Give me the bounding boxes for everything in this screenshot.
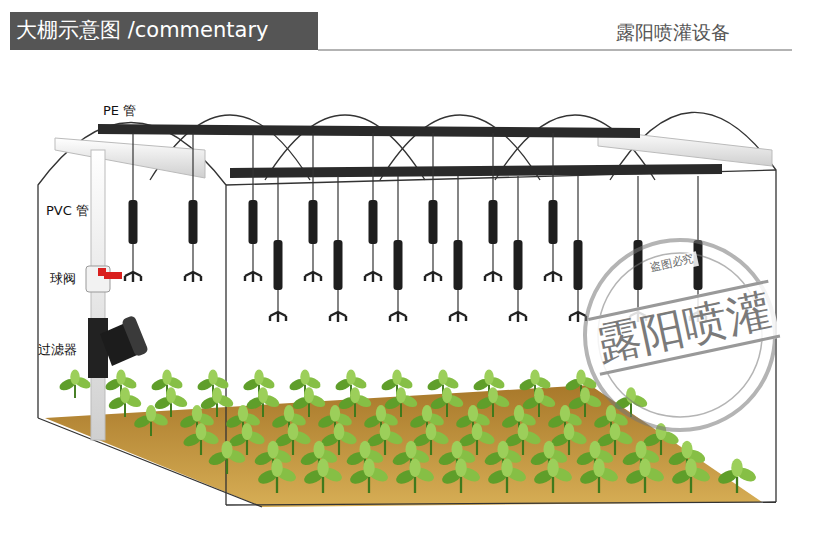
sprinkler bbox=[330, 176, 346, 322]
seedling bbox=[291, 387, 327, 417]
sprinkler bbox=[305, 133, 321, 282]
seedling bbox=[153, 387, 189, 417]
sprinkler bbox=[390, 176, 406, 322]
seedling bbox=[567, 387, 603, 417]
watermark-text: 露阳喷灌 bbox=[588, 280, 780, 376]
sprinkler bbox=[510, 176, 526, 322]
seedling bbox=[383, 387, 419, 417]
sprinkler bbox=[270, 176, 286, 322]
part-label: PE 管 bbox=[103, 104, 136, 119]
soil bbox=[45, 385, 762, 507]
header-bar bbox=[10, 12, 318, 50]
brand-label: 露阳喷灌设备 bbox=[616, 22, 730, 44]
seedling bbox=[245, 387, 281, 417]
seedling bbox=[207, 441, 248, 474]
sprinkler bbox=[450, 176, 466, 322]
sprinkler bbox=[365, 133, 381, 282]
seedling bbox=[429, 387, 465, 417]
part-label: PVC 管 bbox=[46, 204, 89, 219]
seedling bbox=[578, 459, 620, 494]
seedling bbox=[132, 405, 170, 436]
seedling bbox=[670, 459, 712, 494]
seedling bbox=[348, 459, 390, 494]
seedling bbox=[716, 459, 758, 494]
seedling bbox=[475, 387, 511, 417]
seedling bbox=[181, 423, 220, 455]
pe-pipe bbox=[98, 124, 722, 178]
seedling bbox=[486, 459, 528, 494]
header-rule bbox=[318, 49, 792, 51]
sprinkler bbox=[425, 133, 441, 282]
sprinkler bbox=[485, 133, 501, 282]
part-label: 过滤器 bbox=[38, 343, 77, 358]
seedling bbox=[337, 387, 373, 417]
seedling bbox=[532, 459, 574, 494]
sprinkler bbox=[125, 133, 141, 282]
seedling bbox=[256, 459, 298, 494]
sprinkler bbox=[545, 133, 561, 282]
seedling bbox=[521, 387, 557, 417]
sprinkler bbox=[245, 133, 261, 282]
sprinkler bbox=[185, 133, 201, 282]
ball-valve bbox=[86, 266, 122, 292]
seedling bbox=[199, 387, 235, 417]
seedling bbox=[613, 387, 649, 417]
sprinkler bbox=[570, 176, 586, 322]
filter bbox=[88, 315, 149, 378]
sprinkler-hangers bbox=[125, 133, 706, 322]
seedling bbox=[302, 459, 344, 494]
seedling bbox=[394, 459, 436, 494]
seedling bbox=[58, 370, 93, 399]
seedling bbox=[440, 459, 482, 494]
seedlings bbox=[58, 370, 758, 494]
watermark-text: 盗图必究 bbox=[645, 251, 699, 276]
seedling bbox=[107, 387, 143, 417]
pvc-pipe bbox=[55, 130, 772, 440]
watermark-stamp bbox=[567, 222, 792, 447]
part-label: 球阀 bbox=[50, 272, 76, 287]
header-title: 大棚示意图 /commentary bbox=[16, 18, 268, 42]
seedling bbox=[624, 459, 666, 494]
